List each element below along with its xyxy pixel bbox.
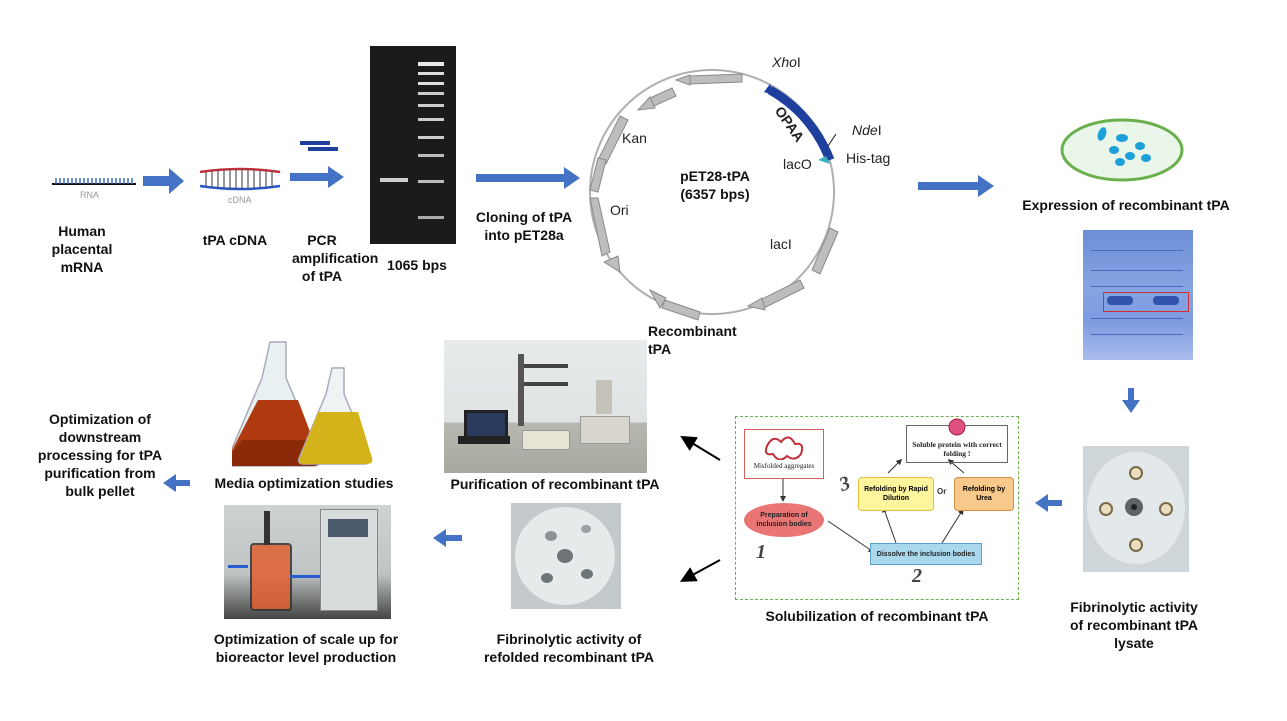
rna-strand	[52, 178, 136, 185]
plasmid-map	[589, 69, 839, 321]
plasmid-size: (6357 bps)	[680, 186, 750, 202]
step-1-label: 1	[756, 541, 766, 563]
pcr-caption: PCR amplification of tPA	[292, 232, 379, 284]
step-2-label: 2	[912, 565, 922, 587]
purification-system-photo	[444, 340, 647, 473]
tpa-cdna-caption: tPA cDNA	[202, 232, 268, 248]
plasmid-laco-label: lacO	[783, 156, 812, 172]
fibrinolytic-lysate-caption: Fibrinolytic activity of recombinant tPA…	[1069, 599, 1199, 651]
plasmid-laci-label: lacI	[770, 236, 792, 252]
downstream-caption: Optimization of downstream processing fo…	[37, 411, 163, 499]
solubilization-caption: Solubilization of recombinant tPA	[765, 608, 989, 624]
misfolded-label: Misfolded aggregates	[753, 462, 815, 470]
fibrinolytic-refolded-caption: Fibrinolytic activity of refolded recomb…	[483, 631, 655, 665]
misfolded-aggregates-box: Misfolded aggregates	[744, 429, 824, 479]
media-flasks-image	[232, 341, 373, 467]
urea-box: Refolding by Urea	[954, 477, 1014, 511]
cdna-strand	[199, 167, 281, 191]
soluble-protein-box: Soluble protein with correct folding !	[906, 418, 1008, 463]
arrow-cdna-to-pcr	[290, 166, 344, 188]
misfolded-protein-icon	[764, 436, 804, 461]
arrow-media-to-downstream	[163, 474, 190, 492]
arrow-refolded-to-scaleup	[433, 529, 462, 547]
human-mrna-caption: Human placental mRNA	[51, 223, 113, 275]
arrow-solubilization-to-purification	[680, 435, 721, 461]
pcr-product-icon	[300, 141, 338, 151]
or-label: Or	[937, 487, 947, 496]
fibrinolytic-plate-refolded-image	[511, 503, 621, 609]
arrow-plasmid-to-expression	[918, 175, 994, 197]
petri-plate-colonies	[1060, 118, 1184, 182]
sds-band-highlight	[1103, 292, 1189, 312]
dissolve-box: Dissolve the inclusion bodies	[870, 543, 982, 565]
rapid-dilution-box: Refolding by Rapid Dilution	[858, 477, 934, 511]
preparation-box: Preparation of inclusion bodies	[744, 503, 824, 537]
plasmid-name: pET28-tPA	[680, 168, 750, 184]
arrow-solubilization-to-refolded	[679, 559, 721, 582]
scaleup-caption: Optimization of scale up for bioreactor …	[213, 631, 399, 665]
gel-size-caption: 1065 bps	[387, 257, 447, 273]
bioreactor-photo	[224, 505, 391, 619]
fibrinolytic-plate-lysate-image	[1083, 446, 1189, 572]
plasmid-kan-label: Kan	[622, 130, 647, 146]
arrow-lysate-to-solubilization	[1035, 494, 1062, 512]
soluble-label: Soluble protein with correct folding !	[912, 440, 1002, 458]
arrow-expression-down	[1122, 388, 1140, 413]
plasmid-xhoi-label: XhoI	[772, 54, 801, 70]
arrow-rna-to-cdna	[143, 168, 184, 194]
solubilization-arrows	[780, 458, 965, 553]
cloning-caption: Cloning of tPA into pET28a	[475, 209, 573, 243]
expression-caption: Expression of recombinant tPA	[1022, 197, 1230, 213]
arrow-gel-to-cloning	[476, 167, 580, 189]
recombinant-tpa-caption: Recombinant tPA	[648, 323, 737, 357]
cdna-strand-label: cDNA	[228, 195, 252, 205]
plasmid-ori-label: Ori	[610, 202, 629, 218]
solubilization-panel: Misfolded aggregates Soluble protein wit…	[735, 416, 1019, 600]
folded-protein-icon	[948, 418, 966, 436]
sds-page-gel-image	[1083, 230, 1193, 360]
media-caption: Media optimization studies	[214, 475, 394, 491]
plasmid-his-tag-label: His-tag	[846, 150, 891, 166]
rna-strand-label: RNA	[80, 190, 100, 200]
plasmid-ndei-label: NdeI	[852, 122, 882, 138]
purification-caption: Purification of recombinant tPA	[450, 476, 660, 492]
agarose-gel-image	[370, 46, 456, 244]
